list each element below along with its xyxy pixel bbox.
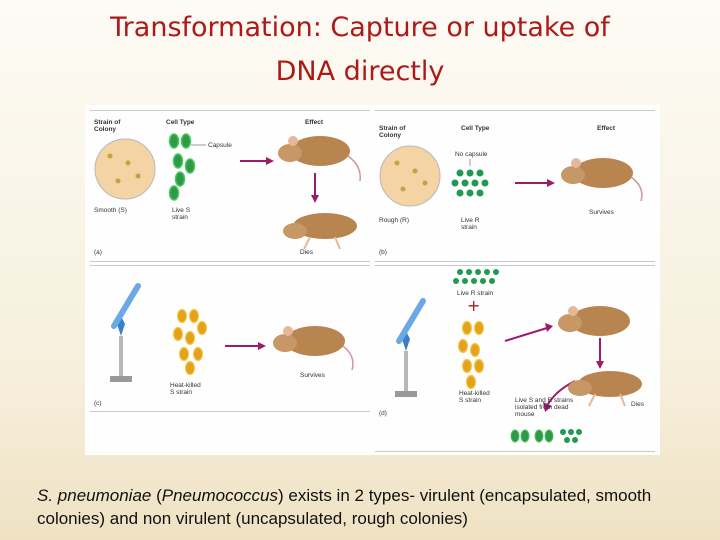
panel-letter: (d) <box>379 410 387 417</box>
caption-species: S. pneumoniae <box>37 486 152 505</box>
mouse-alive <box>561 158 643 202</box>
heat-killed-cells <box>457 320 485 390</box>
panel-a: Strain of Colony Cell Type Effect Capsul… <box>90 110 370 262</box>
arrow-right <box>547 179 555 187</box>
mouse-alive <box>558 306 630 336</box>
slide-title: Transformation: Capture or uptake of DNA… <box>40 6 680 94</box>
isolated-strains-label: Live S and R strains isolated from dead … <box>515 397 574 418</box>
panel-d-graphic <box>395 269 642 443</box>
colony <box>125 160 131 166</box>
bunsen-burner <box>110 283 141 382</box>
slide-caption: S. pneumoniae (Pneumococcus) exists in 2… <box>37 484 697 530</box>
bunsen-burner <box>395 298 426 397</box>
colony-label: Smooth (S) <box>94 207 127 214</box>
colony-label: Rough (R) <box>379 217 409 224</box>
panel-b: Strain of Colony Cell Type Effect No cap… <box>375 110 655 262</box>
arrow-down-left <box>543 402 552 412</box>
live-r-cells <box>453 269 499 284</box>
caption-text-2: ) exists in 2 types- virulent (encapsula… <box>37 486 652 528</box>
column-cell-type-label: Cell Type <box>166 119 195 126</box>
arrow-down <box>596 361 604 369</box>
petri-dish <box>94 138 156 200</box>
heat-killed-cells <box>172 308 208 376</box>
outcome-label: Dies <box>300 249 314 256</box>
column-effect-label: Effect <box>597 125 616 132</box>
panel-letter: (c) <box>94 400 102 407</box>
caption-text-1: ( <box>151 486 162 505</box>
panel-letter: (a) <box>94 249 102 256</box>
column-effect-label: Effect <box>305 119 324 126</box>
mouse-alive <box>278 136 361 182</box>
panel-c: Heat-killed S strain Survives (c) <box>90 265 370 412</box>
panel-letter: (b) <box>379 249 387 256</box>
cells-label: Live S strain <box>172 207 191 221</box>
colony <box>115 178 121 184</box>
column-strain-label: Strain of Colony <box>379 125 406 139</box>
petri-dish <box>379 145 441 207</box>
title-line-1: Transformation: Capture or uptake of <box>110 12 610 43</box>
plus-sign: + <box>467 296 481 315</box>
capsule-label: Capsule <box>208 142 232 149</box>
mouse-alive <box>273 326 354 371</box>
outcome-label: Survives <box>300 372 325 379</box>
arrow-down <box>311 195 319 203</box>
griffith-experiment-figure: Strain of Colony Cell Type Effect Capsul… <box>85 105 660 455</box>
panel-a-graphic <box>94 133 361 250</box>
live-s-cells <box>168 133 196 201</box>
panel-d: Live R strain + Heat-killed S strain Liv… <box>375 265 655 452</box>
live-r-strain-label: Live R strain <box>457 290 494 297</box>
test-tube <box>396 298 426 344</box>
column-cell-type-label: Cell Type <box>461 125 490 132</box>
colony <box>135 173 141 179</box>
caption-genus: Pneumococcus <box>161 486 278 505</box>
heat-killed-label: Heat-killed S strain <box>459 390 490 404</box>
capsule-label: No capsule <box>455 151 488 158</box>
title-line-2: DNA directly <box>275 56 445 87</box>
column-strain-label: Strain of Colony <box>94 119 121 133</box>
isolated-cells <box>510 429 582 443</box>
arrow-right <box>266 157 274 165</box>
panel-c-graphic <box>110 283 354 382</box>
mouse-dead <box>568 371 642 407</box>
cells-label: Heat-killed S strain <box>170 382 201 396</box>
mouse-dead <box>283 213 357 250</box>
test-tube <box>111 283 141 329</box>
outcome-label: Dies <box>631 401 645 408</box>
arrow-right <box>258 342 266 350</box>
cells-label: Live R strain <box>461 217 480 231</box>
panel-b-graphic <box>379 145 643 207</box>
live-r-cells <box>451 169 489 197</box>
colony <box>107 153 113 159</box>
outcome-label: Survives <box>589 209 614 216</box>
arrow-right <box>545 323 553 332</box>
